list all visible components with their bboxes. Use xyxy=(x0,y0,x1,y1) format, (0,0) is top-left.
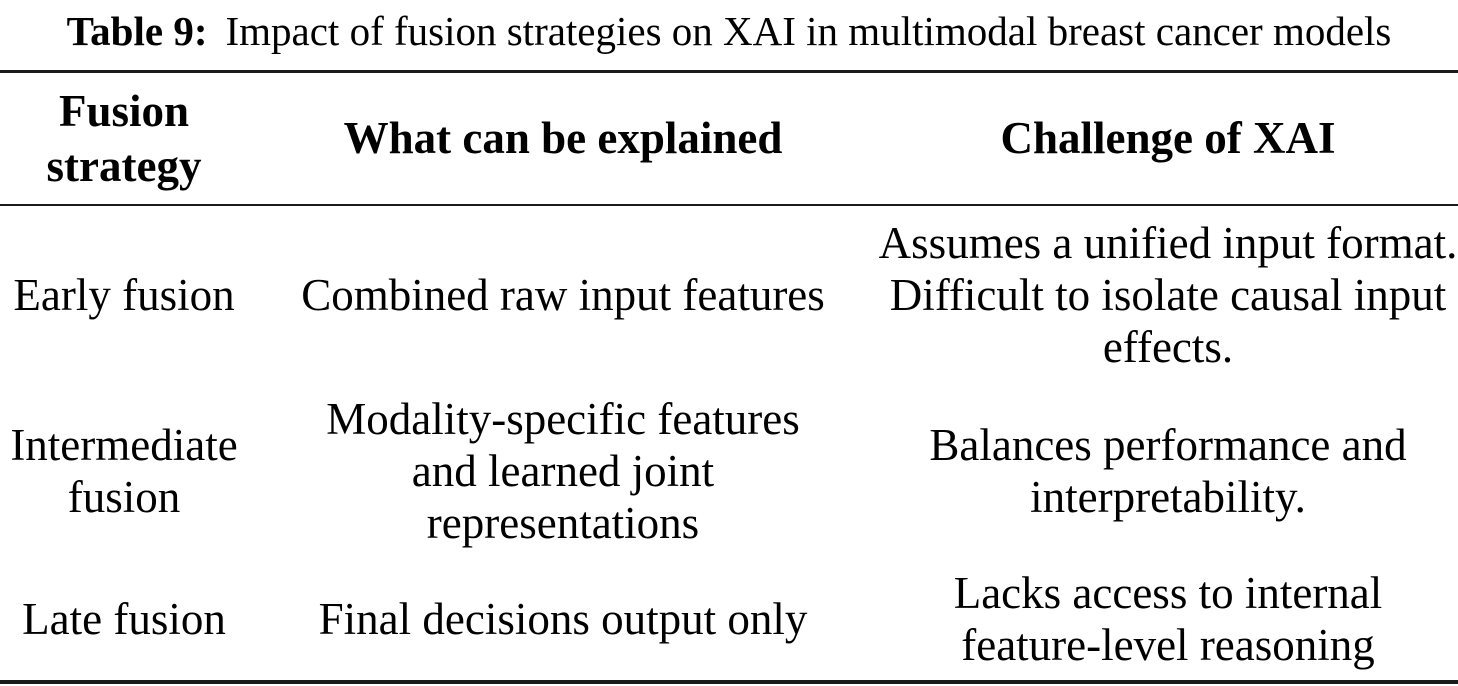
cell-challenge: Assumes a unified input format. Difficul… xyxy=(878,217,1458,372)
cell-explained: Final decisions output only xyxy=(318,594,808,644)
table-row: Late fusion Final decisions output only La… xyxy=(0,558,1458,680)
column-header-challenge: Challenge of XAI xyxy=(1000,113,1336,163)
table-body: Early fusion Combined raw input features A… xyxy=(0,206,1458,680)
table-caption-text: Impact of fusion strategies on XAI in mu… xyxy=(225,8,1392,54)
cell-strategy: Early fusion xyxy=(13,269,235,320)
header-rule xyxy=(0,204,1458,206)
table-caption-label: Table 9: xyxy=(66,8,208,54)
cell-strategy: Late fusion xyxy=(22,594,226,644)
cell-strategy: Intermediate fusion xyxy=(10,419,238,522)
cell-explained: Combined raw input features xyxy=(301,269,825,320)
cell-challenge: Balances performance and interpretabilit… xyxy=(929,419,1407,522)
column-header-strategy: Fusion strategy xyxy=(46,85,202,191)
bottom-rule xyxy=(0,680,1458,684)
column-header-explained: What can be explained xyxy=(343,113,783,163)
table-row: Intermediate fusion Modality-specific fea… xyxy=(0,383,1458,558)
table-row: Early fusion Combined raw input features A… xyxy=(0,206,1458,383)
cell-explained: Modality-specific features and learned j… xyxy=(326,393,800,548)
table-header-row: Fusion strategy What can be explained Chal… xyxy=(0,73,1458,204)
table-caption: Table 9: Impact of fusion strategies on … xyxy=(0,0,1458,70)
top-rule xyxy=(0,70,1458,73)
cell-challenge: Lacks access to internal feature-level r… xyxy=(953,568,1383,670)
